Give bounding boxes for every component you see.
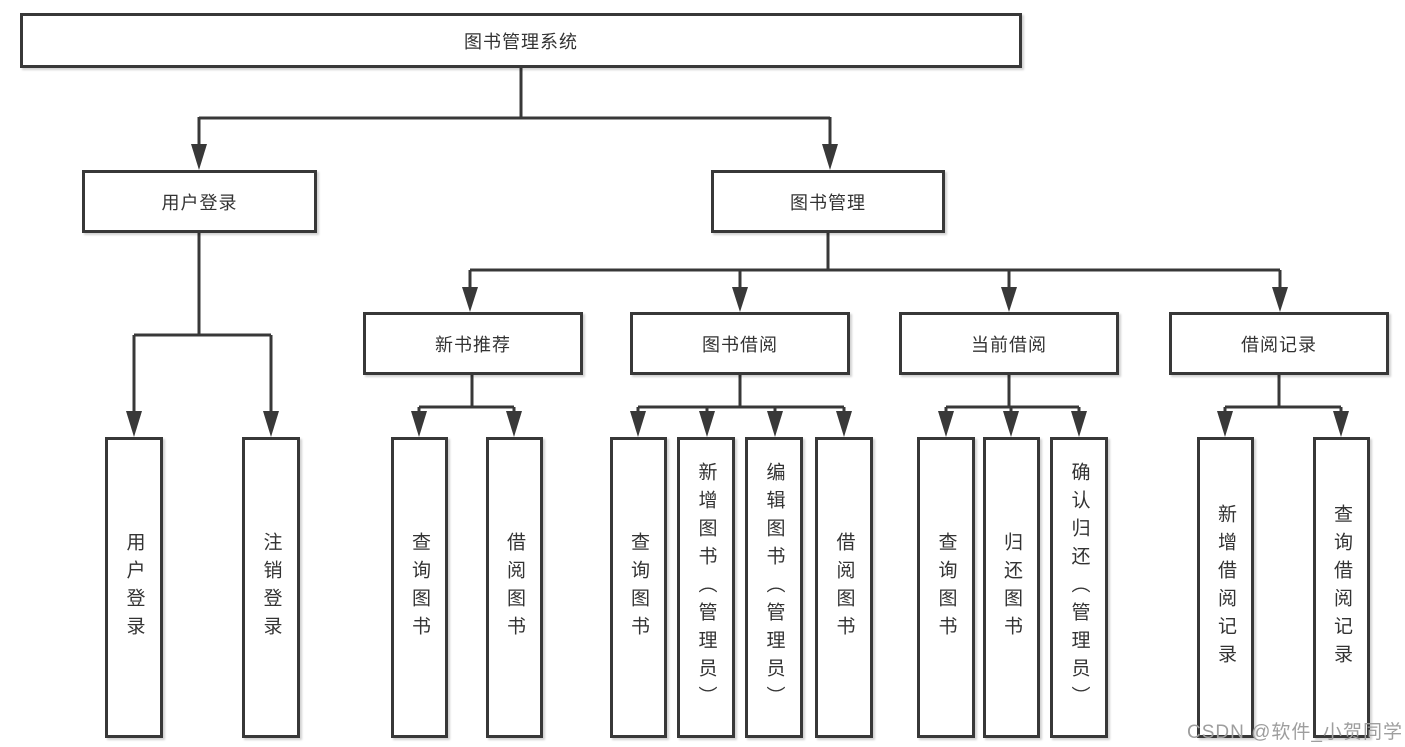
node-borrowing-records: 借阅记录 [1169, 312, 1389, 375]
leaf-borrow-books-borrowing-label: 借阅图书 [833, 531, 855, 644]
leaf-confirm-return-admin: 确认归还（管理员） [1050, 437, 1108, 738]
leaf-query-borrow-record: 查询借阅记录 [1313, 437, 1370, 738]
leaf-add-borrow-record: 新增借阅记录 [1197, 437, 1254, 738]
leaf-borrow-books-recommend-label: 借阅图书 [504, 531, 525, 644]
leaf-add-books-admin-label: 新增图书（管理员） [695, 461, 717, 714]
leaf-logout-label: 注销登录 [260, 531, 282, 644]
leaf-add-books-admin: 新增图书（管理员） [677, 437, 735, 738]
leaf-query-books-borrowing-label: 查询图书 [628, 531, 649, 644]
leaf-borrow-books-recommend: 借阅图书 [486, 437, 543, 738]
watermark: CSDN @软件_小贺同学 [1187, 722, 1403, 743]
leaf-return-books: 归还图书 [983, 437, 1040, 738]
leaf-edit-books-admin-label: 编辑图书（管理员） [763, 461, 785, 714]
node-library-management-system: 图书管理系统 [20, 13, 1022, 68]
leaf-user-login: 用户登录 [105, 437, 163, 738]
node-user-login: 用户登录 [82, 170, 317, 233]
leaf-user-login-label: 用户登录 [123, 531, 145, 644]
leaf-query-books-current-label: 查询图书 [935, 531, 957, 644]
leaf-query-books-current: 查询图书 [917, 437, 975, 738]
leaf-logout: 注销登录 [242, 437, 300, 738]
node-new-book-recommend: 新书推荐 [363, 312, 583, 375]
leaf-query-books-recommend: 查询图书 [391, 437, 448, 738]
leaf-query-books-borrowing: 查询图书 [610, 437, 667, 738]
leaf-edit-books-admin: 编辑图书（管理员） [745, 437, 803, 738]
leaf-return-books-label: 归还图书 [1001, 531, 1022, 644]
leaf-confirm-return-admin-label: 确认归还（管理员） [1068, 461, 1090, 714]
node-book-management: 图书管理 [711, 170, 945, 233]
node-current-borrowing: 当前借阅 [899, 312, 1119, 375]
leaf-query-books-recommend-label: 查询图书 [409, 531, 430, 644]
leaf-borrow-books-borrowing: 借阅图书 [815, 437, 873, 738]
node-book-borrowing: 图书借阅 [630, 312, 850, 375]
leaf-query-borrow-record-label: 查询借阅记录 [1331, 503, 1352, 672]
leaf-add-borrow-record-label: 新增借阅记录 [1215, 503, 1236, 672]
